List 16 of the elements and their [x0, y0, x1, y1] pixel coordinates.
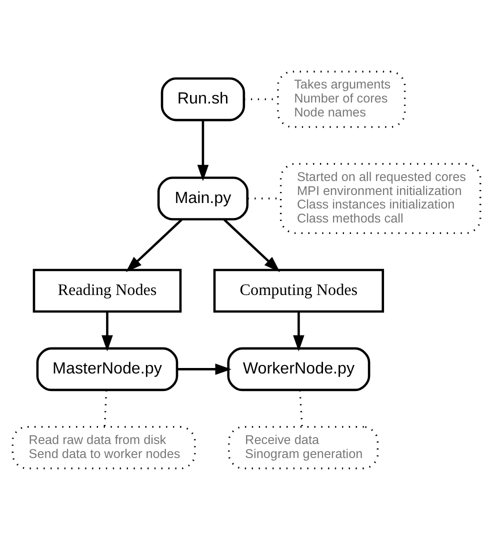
node-box: Computing Nodes [213, 268, 384, 312]
node-box: Run.sh [160, 76, 246, 121]
node-box: Main.py [157, 176, 249, 220]
arrow [177, 363, 232, 374]
node-box: Receive data Sinogram generation [228, 426, 379, 469]
node-box: Started on all requested cores MPI environment initialization Class instances initialization Class methods call [280, 162, 482, 234]
node-box: MasterNode.py [36, 346, 178, 391]
node-box: WorkerNode.py [227, 346, 370, 391]
arrow [293, 311, 304, 351]
arrow [102, 311, 113, 351]
node-box: Read raw data from disk Send data to worker nodes [12, 426, 196, 469]
arrow [197, 120, 209, 181]
arrow [223, 218, 280, 272]
node-box: Reading Nodes [32, 268, 182, 312]
node-box: Takes arguments Number of cores Node names [277, 70, 406, 128]
arrow [126, 218, 182, 272]
